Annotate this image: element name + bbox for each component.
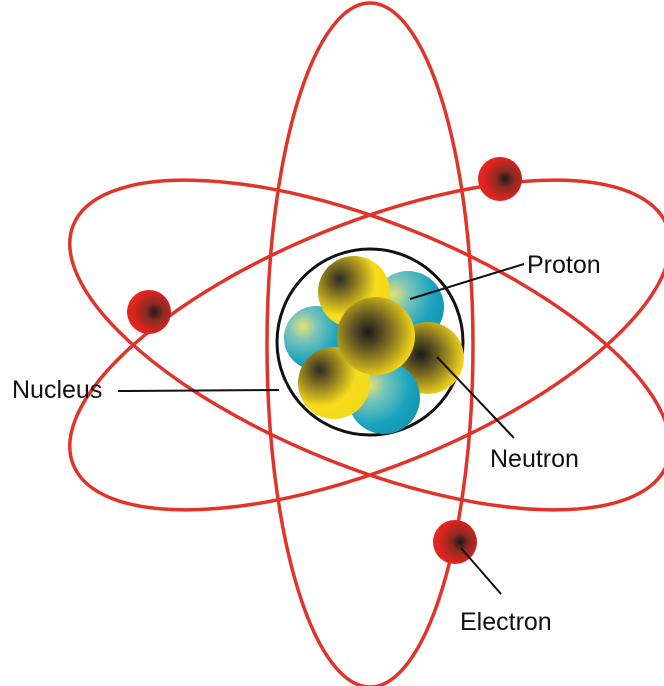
leader-lines	[117, 263, 525, 595]
nucleus-label: Nucleus	[12, 376, 102, 404]
proton-particle	[337, 297, 415, 375]
nucleus-leader-line	[117, 389, 280, 392]
electron-label: Electron	[460, 608, 552, 636]
proton-leader-line	[409, 263, 525, 300]
orbit-tilted-down	[68, 178, 664, 512]
electrons	[127, 157, 522, 564]
orbit-vertical	[265, 1, 475, 686]
electron-leader-line	[460, 547, 502, 595]
proton-label: Proton	[527, 251, 601, 279]
neutron-label: Neutron	[490, 445, 579, 473]
electron-particle	[478, 157, 522, 201]
electron-particle	[127, 290, 171, 334]
orbit-tilted-up	[68, 178, 664, 512]
nucleus	[284, 256, 464, 434]
neutron-leader-line	[436, 356, 515, 439]
orbits	[68, 1, 664, 686]
